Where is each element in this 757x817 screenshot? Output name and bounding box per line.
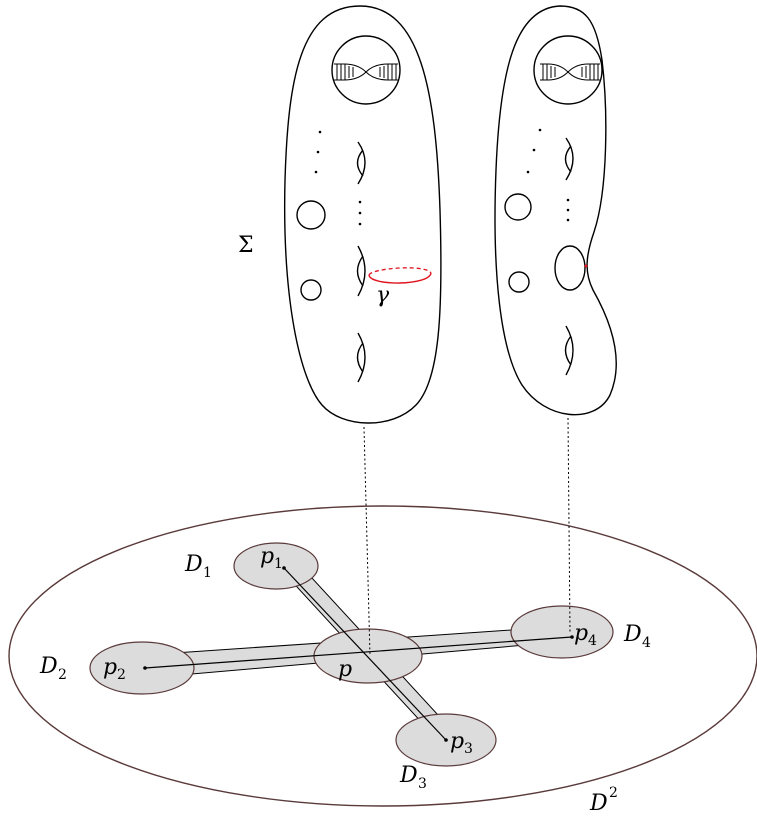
svg-text:p: p	[103, 655, 117, 680]
ellipsis-dot	[358, 222, 362, 226]
disk-center-p	[313, 628, 423, 684]
ellipsis-dot	[532, 148, 536, 152]
svg-text:D: D	[39, 654, 58, 679]
ellipsis-dot	[566, 208, 570, 212]
surface-sigma-left	[283, 5, 442, 424]
handle-r2	[564, 325, 574, 376]
label-D4: D 4	[623, 622, 651, 651]
surface-left-outline	[283, 5, 442, 424]
pinched-circle	[554, 245, 586, 291]
ellipsis-dot	[318, 130, 322, 134]
ellipsis-dot	[526, 170, 530, 174]
ellipsis-dot	[358, 211, 362, 215]
label-p2: p 2	[103, 655, 126, 683]
handle-3	[356, 332, 366, 383]
disk-D4	[510, 605, 614, 659]
arc-p2-p4	[144, 636, 573, 669]
braid-right	[540, 63, 600, 81]
ellipsis-dot	[358, 200, 362, 204]
surface-right-outline	[494, 5, 617, 416]
ellipsis-dot	[538, 128, 542, 132]
point-p2	[143, 666, 147, 670]
svg-text:p: p	[260, 544, 274, 569]
svg-text:p: p	[574, 621, 588, 646]
arcs	[143, 566, 574, 742]
small-disks	[89, 542, 614, 767]
boundary-circle-1	[296, 200, 326, 230]
label-p1: p 1	[260, 544, 283, 572]
surface-right	[494, 5, 617, 416]
label-D1: D 1	[184, 552, 212, 581]
svg-text:3: 3	[464, 741, 473, 757]
svg-text:4: 4	[588, 633, 597, 649]
svg-text:2: 2	[117, 667, 126, 683]
projection-left	[363, 426, 371, 657]
disk-D2	[89, 641, 195, 695]
point-p1	[282, 566, 286, 570]
svg-text:D: D	[184, 552, 203, 577]
label-p3: p 3	[450, 729, 473, 757]
handle-r1	[564, 137, 574, 181]
point-p3	[444, 738, 448, 742]
handle-2	[356, 245, 366, 297]
svg-text:4: 4	[642, 635, 651, 651]
label-D2-disk: D 2	[589, 785, 618, 816]
gamma-curve-back	[368, 267, 432, 276]
label-D2: D 2	[39, 654, 67, 683]
svg-text:D: D	[399, 763, 418, 788]
braid-left	[334, 63, 398, 81]
svg-text:1: 1	[274, 556, 283, 572]
label-gamma: γ	[376, 283, 390, 308]
boundary-circle-2	[300, 279, 322, 301]
svg-text:p: p	[338, 657, 352, 682]
label-p: p	[338, 657, 352, 682]
arc-p1-p3	[283, 567, 447, 741]
gamma-pinch-point	[584, 264, 588, 268]
svg-text:2: 2	[609, 785, 618, 801]
base-disk-D2	[8, 505, 757, 807]
braid-disk-left	[331, 35, 401, 105]
point-p4	[570, 635, 574, 639]
svg-text:D: D	[623, 622, 642, 647]
gamma-curve-front	[368, 272, 432, 284]
braid-disk-right	[533, 35, 603, 105]
handle-1	[356, 141, 366, 185]
label-p4: p 4	[574, 621, 597, 649]
disk-D1	[233, 542, 319, 590]
ellipsis-dot	[314, 170, 318, 174]
svg-text:p: p	[450, 729, 464, 754]
ellipsis-dot	[316, 150, 320, 154]
label-sigma: Σ	[238, 233, 254, 258]
boundary-circle-r2	[508, 271, 530, 293]
svg-text:2: 2	[58, 667, 67, 683]
label-D3: D 3	[399, 763, 427, 792]
ellipsis-dot	[566, 218, 570, 222]
svg-text:3: 3	[418, 776, 427, 792]
ellipsis-dot	[566, 198, 570, 202]
boundary-circle-r1	[504, 193, 532, 221]
svg-text:D: D	[589, 791, 608, 816]
svg-text:1: 1	[203, 565, 212, 581]
